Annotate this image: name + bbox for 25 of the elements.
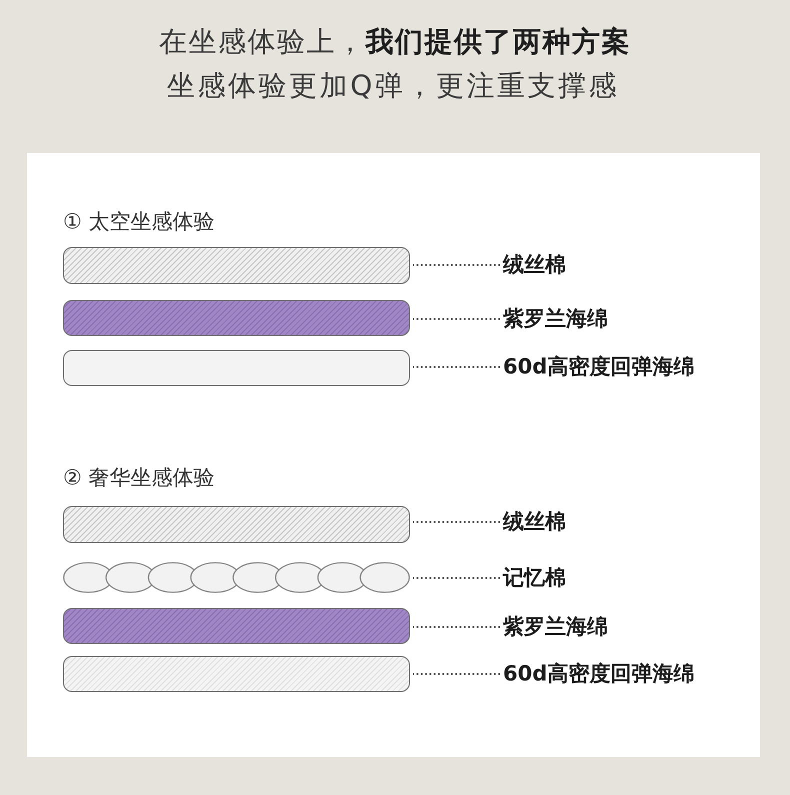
leader-line <box>413 577 500 579</box>
title: 在坐感体验上，我们提供了两种方案 <box>159 25 631 59</box>
leader-line <box>413 264 500 266</box>
layer-bar <box>63 608 410 644</box>
section-heading: ① 太空坐感体验 <box>63 209 215 235</box>
layer-bar <box>63 350 410 386</box>
layer-bar <box>63 506 410 543</box>
section-heading: ② 奢华坐感体验 <box>63 465 215 491</box>
leader-line <box>413 366 500 368</box>
layer-bar <box>63 300 410 336</box>
layer-label: 60d高密度回弹海绵 <box>503 661 694 687</box>
leader-line <box>413 318 500 320</box>
leader-line <box>413 521 500 523</box>
layer-label: 60d高密度回弹海绵 <box>503 354 694 380</box>
layer-label: 绒丝棉 <box>503 252 566 278</box>
wavy-layer <box>63 562 410 593</box>
layer-label: 紫罗兰海绵 <box>503 614 608 640</box>
layer-label: 绒丝棉 <box>503 509 566 535</box>
leader-line <box>413 673 500 675</box>
leader-line <box>413 626 500 628</box>
layer-bar <box>63 247 410 284</box>
layer-label: 记忆棉 <box>503 565 566 591</box>
subtitle: 坐感体验更加Q弹，更注重支撑感 <box>167 69 619 103</box>
layer-bar <box>63 656 410 692</box>
layer-label: 紫罗兰海绵 <box>503 306 608 332</box>
